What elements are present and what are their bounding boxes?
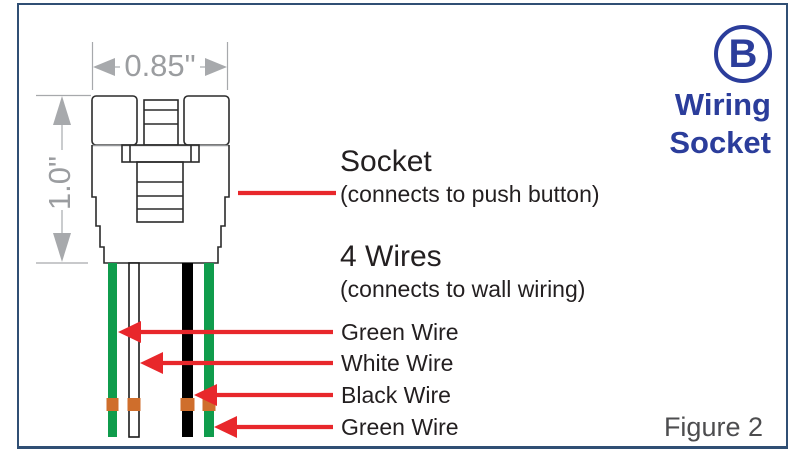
copper-band bbox=[106, 398, 119, 411]
socket-subtitle: (connects to push button) bbox=[340, 181, 600, 207]
arrow-green-wire-right-icon bbox=[214, 416, 333, 438]
dim-arrow-right-icon bbox=[205, 58, 227, 76]
figure-caption: Figure 2 bbox=[663, 412, 763, 442]
badge-b-icon: B bbox=[714, 25, 772, 83]
arrow-green-wire-left-icon bbox=[118, 321, 333, 343]
wires-title: 4 Wires bbox=[340, 240, 442, 273]
copper-band bbox=[127, 398, 141, 411]
dim-arrow-left-icon bbox=[93, 58, 115, 76]
wire-label-white: White Wire bbox=[341, 350, 454, 376]
dim-arrow-up-icon bbox=[53, 96, 71, 125]
socket-drawing bbox=[91, 95, 230, 264]
width-dimension bbox=[91, 42, 229, 90]
green-wire-left bbox=[108, 263, 117, 437]
wires-drawing bbox=[106, 262, 216, 438]
figure-border bbox=[17, 3, 788, 449]
height-dimension-label: 1.0" bbox=[42, 155, 77, 211]
wires-subtitle: (connects to wall wiring) bbox=[340, 276, 586, 302]
height-dimension bbox=[36, 94, 91, 264]
white-wire bbox=[128, 262, 140, 438]
dim-arrow-down-icon bbox=[53, 233, 71, 262]
black-wire bbox=[182, 263, 193, 437]
socket-title: Socket bbox=[340, 145, 432, 178]
badge-letter: B bbox=[728, 31, 758, 76]
copper-band bbox=[180, 398, 195, 411]
wire-label-black: Black Wire bbox=[341, 382, 451, 408]
wire-label-green-top: Green Wire bbox=[341, 319, 459, 345]
green-wire-right bbox=[204, 263, 214, 437]
badge-title-line2: Socket bbox=[669, 125, 771, 160]
width-dimension-label: 0.85" bbox=[124, 48, 196, 83]
badge-title-line1: Wiring bbox=[674, 87, 771, 122]
arrow-white-wire-icon bbox=[140, 352, 333, 374]
badge-title: Wiring Socket bbox=[611, 86, 771, 162]
arrow-black-wire-icon bbox=[194, 384, 333, 406]
wire-label-green-bottom: Green Wire bbox=[341, 414, 459, 440]
callout-arrows bbox=[118, 190, 336, 438]
